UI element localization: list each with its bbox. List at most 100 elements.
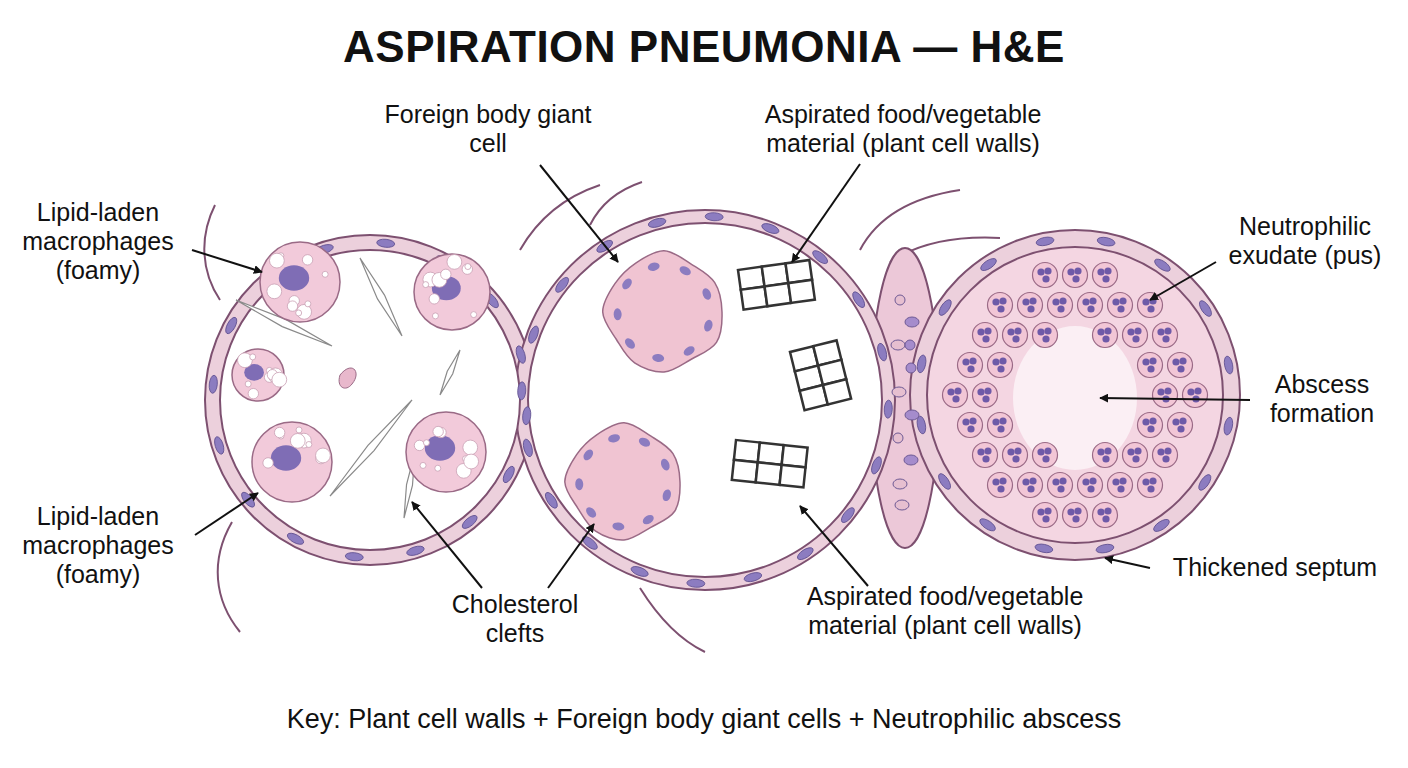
- leader-line: [192, 250, 262, 272]
- neutrophil: [1117, 485, 1124, 492]
- neutrophil: [1018, 473, 1043, 498]
- neutrophil: [1078, 293, 1103, 318]
- neutrophil: [1059, 477, 1066, 484]
- neutrophil: [1138, 473, 1163, 498]
- neutrophil: [988, 293, 1013, 318]
- neutrophil: [1108, 293, 1133, 318]
- neutrophil: [1194, 387, 1201, 394]
- neutrophil: [1142, 358, 1149, 365]
- neutrophil: [1044, 507, 1051, 514]
- septal-cell: [895, 500, 909, 510]
- neutrophil: [973, 323, 998, 348]
- neutrophil: [1149, 357, 1156, 364]
- foamy-macrophage: [272, 372, 287, 387]
- neutrophil: [1093, 503, 1118, 528]
- plant-cell-wall: [738, 260, 815, 310]
- wall-nucleus: [1223, 416, 1234, 435]
- neutrophil: [1138, 293, 1163, 318]
- giant-cell: [652, 353, 665, 362]
- neutrophil: [1147, 425, 1154, 432]
- neutrophil: [1078, 293, 1103, 318]
- foamy-macrophage: [432, 313, 438, 319]
- neutrophil: [1123, 443, 1148, 468]
- neutrophil: [1022, 298, 1029, 305]
- wall-nucleus: [839, 506, 857, 525]
- septal-cell: [893, 433, 903, 443]
- neutrophil: [997, 365, 1004, 372]
- neutrophil: [1044, 267, 1051, 274]
- neutrophil: [1089, 297, 1096, 304]
- giant-cell: [565, 423, 680, 540]
- leader-line: [1105, 558, 1150, 568]
- foamy-macrophage: [423, 282, 429, 288]
- neutrophil: [1078, 473, 1103, 498]
- neutrophil: [1067, 268, 1074, 275]
- neutrophil: [958, 353, 983, 378]
- foamy-macrophage: [302, 255, 312, 265]
- neutrophil: [1057, 485, 1064, 492]
- neutrophil: [1018, 293, 1043, 318]
- neutrophil: [1147, 365, 1154, 372]
- neutrophil: [992, 298, 999, 305]
- alveolar-wall: [515, 210, 895, 590]
- callout-label: Foreign body giant cell: [378, 100, 598, 158]
- giant-cell: [641, 513, 655, 526]
- neutrophil: [1093, 443, 1118, 468]
- neutrophil: [1012, 455, 1019, 462]
- wall-nucleus: [1196, 473, 1213, 492]
- neighbor-alveolar-wall: [640, 588, 705, 652]
- foamy-macrophage: [316, 448, 331, 463]
- neutrophil: [1164, 387, 1171, 394]
- neutrophil: [988, 413, 1013, 438]
- neutrophil: [1177, 425, 1184, 432]
- neutrophil: [1132, 335, 1139, 342]
- neutrophil: [984, 327, 991, 334]
- alveolar-wall: [205, 235, 535, 565]
- wall-nucleus: [978, 516, 997, 533]
- foamy-macrophage: [274, 427, 284, 437]
- neutrophil: [1018, 473, 1043, 498]
- neutrophil: [1042, 275, 1049, 282]
- leader-line: [195, 493, 258, 535]
- neutrophil: [1059, 297, 1066, 304]
- neutrophil: [1022, 478, 1029, 485]
- neutrophil: [1149, 417, 1156, 424]
- neutrophil: [1014, 447, 1021, 454]
- giant-cell: [581, 448, 595, 462]
- leader-line: [792, 164, 860, 262]
- neutrophil: [999, 417, 1006, 424]
- neutrophil: [988, 473, 1013, 498]
- giant-cell: [607, 433, 620, 443]
- wall-nucleus: [630, 565, 650, 579]
- callout-label: Lipid-laden macrophages (foamy): [13, 502, 183, 588]
- plant-cell-wall: [756, 462, 782, 484]
- wall-nucleus: [687, 579, 705, 588]
- neutrophil: [1102, 515, 1109, 522]
- giant-cell: [682, 344, 696, 357]
- callout-label: Cholesterol clefts: [435, 590, 595, 648]
- neutrophil: [1033, 323, 1058, 348]
- wall-nucleus: [979, 256, 998, 273]
- alveolar-wall: [910, 230, 1240, 560]
- neutrophil: [1093, 323, 1118, 348]
- neutrophil: [969, 417, 976, 424]
- neutrophil: [1147, 305, 1154, 312]
- leader-line: [412, 502, 482, 588]
- septal-cell: [905, 340, 915, 350]
- neutrophil: [1149, 477, 1156, 484]
- neighbor-alveolar-wall: [520, 185, 600, 250]
- wall-nucleus: [527, 325, 541, 345]
- wall-nucleus: [208, 212, 1234, 587]
- neutrophil: [1153, 443, 1178, 468]
- septal-cell: [904, 455, 918, 465]
- foamy-macrophage: [290, 433, 305, 448]
- foamy-macrophage: [433, 426, 443, 436]
- neutrophil: [1097, 508, 1104, 515]
- neutrophil: [1003, 323, 1028, 348]
- callout-label: Aspirated food/vegetable material (plant…: [733, 100, 1073, 158]
- neighbor-alveolar-wall: [204, 182, 1000, 652]
- neutrophil: [1063, 503, 1088, 528]
- cholesterol-cleft: [360, 258, 402, 336]
- plant-cell-wall: [823, 379, 851, 404]
- wall-nucleus: [208, 375, 218, 394]
